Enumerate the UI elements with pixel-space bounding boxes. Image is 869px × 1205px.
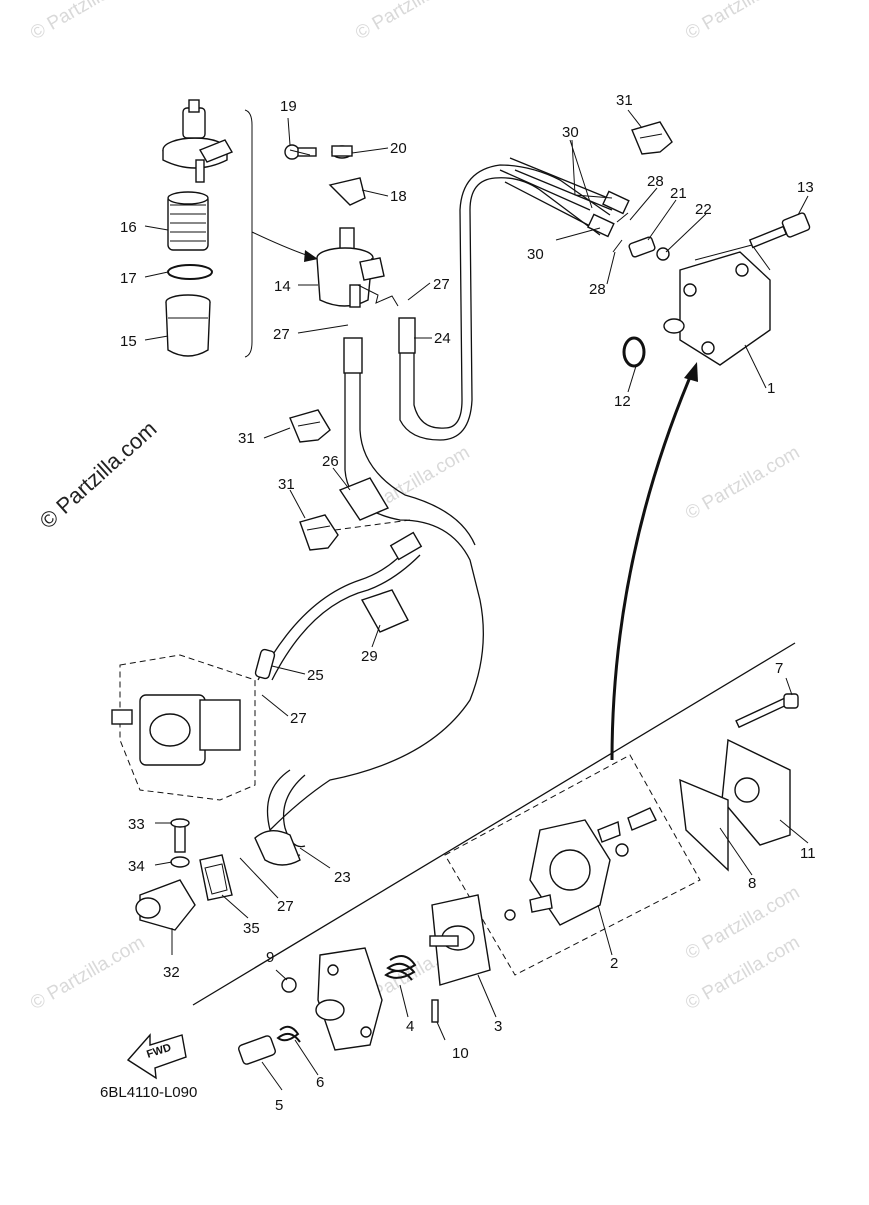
callout-27b: 27 <box>273 326 290 343</box>
callout-16: 16 <box>120 219 137 236</box>
arrow-head <box>304 250 318 262</box>
callout-5: 5 <box>275 1097 283 1114</box>
callout-26: 26 <box>322 453 339 470</box>
watermark: © Partzilla.com <box>682 0 803 44</box>
callout-8: 8 <box>748 875 756 892</box>
callout-27c: 27 <box>290 710 307 727</box>
fuel-hoses <box>254 157 630 866</box>
callout-13: 13 <box>797 179 814 196</box>
callout-28b: 28 <box>589 281 606 298</box>
callout-2: 2 <box>610 955 618 972</box>
clips <box>289 121 673 633</box>
watermark: © Partzilla.com <box>352 0 473 44</box>
callout-9: 9 <box>266 949 274 966</box>
callout-23: 23 <box>334 869 351 886</box>
callout-6: 6 <box>316 1074 324 1091</box>
lower-assembly <box>192 642 799 1065</box>
callout-35: 35 <box>243 920 260 937</box>
detail-bracket <box>244 109 253 358</box>
fwd-indicator: FWD <box>126 1033 187 1080</box>
callout-30a: 30 <box>562 124 579 141</box>
fuel-filter-assembly <box>284 144 399 308</box>
fuel-pump <box>612 212 811 368</box>
callout-27d: 27 <box>277 898 294 915</box>
callout-12: 12 <box>614 393 631 410</box>
callout-4: 4 <box>406 1018 414 1035</box>
callout-11: 11 <box>800 845 816 862</box>
callout-1: 1 <box>767 380 775 397</box>
fuel-filter-exploded <box>162 99 234 357</box>
arrow-head <box>684 362 698 382</box>
watermark: © Partzilla.com <box>682 442 803 524</box>
callout-22: 22 <box>695 201 712 218</box>
watermark-main: © Partzilla.com <box>35 416 162 534</box>
diagram-code: 6BL4110-L090 <box>100 1084 197 1101</box>
callout-29: 29 <box>361 648 378 665</box>
callout-18: 18 <box>390 188 407 205</box>
callouts: 1 2 3 4 5 6 7 8 9 10 11 12 13 14 15 16 1… <box>120 92 816 1114</box>
callout-17: 17 <box>120 270 137 287</box>
callout-27a: 27 <box>433 276 450 293</box>
callout-25: 25 <box>307 667 324 684</box>
callout-15: 15 <box>120 333 137 350</box>
callout-3: 3 <box>494 1018 502 1035</box>
watermark: © Partzilla.com <box>27 932 148 1014</box>
callout-21: 21 <box>670 185 687 202</box>
callout-28a: 28 <box>647 173 664 190</box>
callout-32: 32 <box>163 964 180 981</box>
sensor-parts <box>135 818 233 931</box>
assembly-arrow <box>610 369 695 761</box>
callout-30b: 30 <box>527 246 544 263</box>
carburetor <box>111 654 256 801</box>
callout-7: 7 <box>775 660 783 677</box>
callout-20: 20 <box>390 140 407 157</box>
callout-31a: 31 <box>616 92 633 109</box>
callout-31c: 31 <box>278 476 295 493</box>
callout-14: 14 <box>274 278 291 295</box>
callout-31b: 31 <box>238 430 255 447</box>
callout-33: 33 <box>128 816 145 833</box>
callout-19: 19 <box>280 98 297 115</box>
leader-lines <box>144 109 809 1091</box>
callout-24: 24 <box>434 330 451 347</box>
callout-10: 10 <box>452 1045 469 1062</box>
callout-34: 34 <box>128 858 145 875</box>
watermark: © Partzilla.com <box>27 0 148 44</box>
